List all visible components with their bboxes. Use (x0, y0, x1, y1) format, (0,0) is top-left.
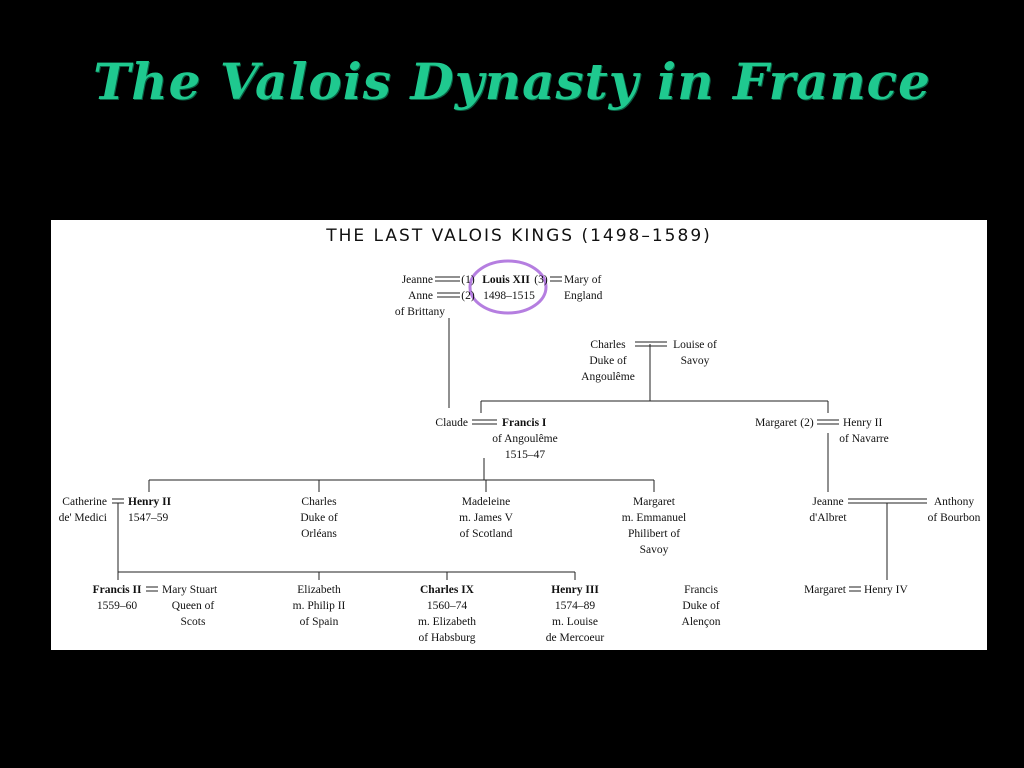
francis-ii-node: Francis II 1559–60 Mary Stuart Queen of … (93, 584, 218, 628)
charles-orleans-node: Charles Duke of Orléans (300, 496, 338, 540)
claude-name: Claude (435, 417, 468, 429)
francis-alencon-line1: Francis (684, 584, 718, 596)
mary-of-england-line2: England (564, 290, 603, 302)
margaret-savoy-node: Margaret m. Emmanuel Philibert of Savoy (622, 496, 687, 556)
jeanne-albret-line2: d'Albret (809, 512, 847, 524)
charles-ix-name: Charles IX (420, 584, 475, 596)
louis-xii-dates: 1498–1515 (483, 290, 535, 302)
charles-orleans-line2: Duke of (300, 512, 338, 524)
charles-ix-spouse-line2: of Habsburg (419, 632, 476, 644)
francis-i-title: of Angoulême (492, 433, 557, 445)
margaret-henry-iv-node: Margaret Henry IV (804, 584, 908, 596)
charles-angouleme-line1: Charles (590, 339, 626, 351)
henry-ii-dates: 1547–59 (128, 512, 169, 524)
jeanne-albret-node: Jeanne d'Albret Anthony of Bourbon (809, 496, 980, 524)
catherine-line2: de' Medici (59, 512, 107, 524)
charles-ix-node: Charles IX 1560–74 m. Elizabeth of Habsb… (418, 584, 476, 644)
mary-stuart-line2: Queen of (172, 600, 215, 612)
francis-alencon-node: Francis Duke of Alençon (682, 584, 721, 628)
margaret-savoy-line1: Margaret (633, 496, 676, 508)
charles-angouleme-line3: Angoulême (581, 371, 635, 383)
mary-marriage-number: (3) (534, 274, 548, 286)
tree-connectors (112, 276, 927, 592)
mary-stuart-line1: Mary Stuart (162, 584, 218, 596)
louise-of-savoy-line2: Savoy (681, 355, 710, 367)
henry-ii-navarre-line1: Henry II (843, 417, 882, 429)
tree-heading: THE LAST VALOIS KINGS (1498–1589) (325, 226, 712, 246)
louis-xii-highlight (468, 259, 548, 315)
henry-ii-name: Henry II (128, 496, 172, 508)
madeleine-line3: of Scotland (460, 528, 513, 540)
henry-iii-dates: 1574–89 (555, 600, 596, 612)
anne-marriage-number: (2) (461, 290, 475, 302)
francis-alencon-line3: Alençon (682, 616, 721, 628)
family-tree-diagram: THE LAST VALOIS KINGS (1498–1589) (59, 226, 981, 644)
elizabeth-node: Elizabeth m. Philip II of Spain (293, 584, 346, 628)
family-tree-panel: THE LAST VALOIS KINGS (1498–1589) (51, 220, 987, 650)
henry-iii-spouse-line2: de Mercoeur (546, 632, 605, 644)
henry-ii-navarre-line2: of Navarre (839, 433, 888, 445)
margaret-savoy-line3: Philibert of (628, 528, 680, 540)
henry-iii-spouse-line1: m. Louise (552, 616, 598, 628)
jeanne-name: Jeanne (402, 274, 433, 286)
louise-of-savoy-line1: Louise of (673, 339, 717, 351)
anne-name: Anne (408, 290, 433, 302)
jeanne-albret-line1: Jeanne (812, 496, 843, 508)
madeleine-line2: m. James V (459, 512, 513, 524)
slide-title: The Valois Dynasty in France (93, 52, 931, 111)
charles-ix-spouse-line1: m. Elizabeth (418, 616, 476, 628)
charles-angouleme-line2: Duke of (589, 355, 627, 367)
mary-stuart-line3: Scots (181, 616, 206, 628)
charles-orleans-line3: Orléans (301, 528, 337, 540)
henry-iv-name: Henry IV (864, 584, 908, 596)
margaret-savoy-line4: Savoy (640, 544, 669, 556)
anthony-bourbon-line2: of Bourbon (928, 512, 981, 524)
madeleine-line1: Madeleine (462, 496, 511, 508)
margaret-savoy-line2: m. Emmanuel (622, 512, 687, 524)
henry-iii-name: Henry III (551, 584, 599, 596)
margaret-navarre-marriage-number: (2) (800, 417, 814, 429)
henry-ii-node: Catherine de' Medici Henry II 1547–59 (59, 496, 172, 524)
elizabeth-line1: Elizabeth (297, 584, 341, 596)
margaret-navarre-node: Margaret (2) Henry II of Navarre (755, 417, 889, 445)
catherine-line1: Catherine (62, 496, 107, 508)
francis-i-node: Claude Francis I of Angoulême 1515–47 (435, 417, 557, 461)
charles-ix-dates: 1560–74 (427, 600, 468, 612)
francis-i-dates: 1515–47 (505, 449, 546, 461)
elizabeth-line3: of Spain (300, 616, 339, 628)
charles-orleans-line1: Charles (301, 496, 337, 508)
francis-ii-name: Francis II (93, 584, 142, 596)
madeleine-node: Madeleine m. James V of Scotland (459, 496, 513, 540)
francis-alencon-line2: Duke of (682, 600, 720, 612)
francis-i-name: Francis I (502, 417, 547, 429)
anne-place: of Brittany (395, 306, 445, 318)
margaret-navarre-name: Margaret (755, 417, 798, 429)
anthony-bourbon-line1: Anthony (934, 496, 975, 508)
henry-iii-node: Henry III 1574–89 m. Louise de Mercoeur (546, 584, 605, 644)
elizabeth-line2: m. Philip II (293, 600, 346, 612)
margaret-valois-name: Margaret (804, 584, 847, 596)
francis-ii-dates: 1559–60 (97, 600, 138, 612)
jeanne-marriage-number: (1) (461, 274, 475, 286)
charles-angouleme-node: Charles Duke of Angoulême Louise of Savo… (581, 339, 717, 383)
louis-xii-node: Jeanne (1) Anne (2) of Brittany Louis XI… (395, 274, 603, 318)
mary-of-england-line1: Mary of (564, 274, 602, 286)
louis-xii-name: Louis XII (482, 274, 530, 286)
